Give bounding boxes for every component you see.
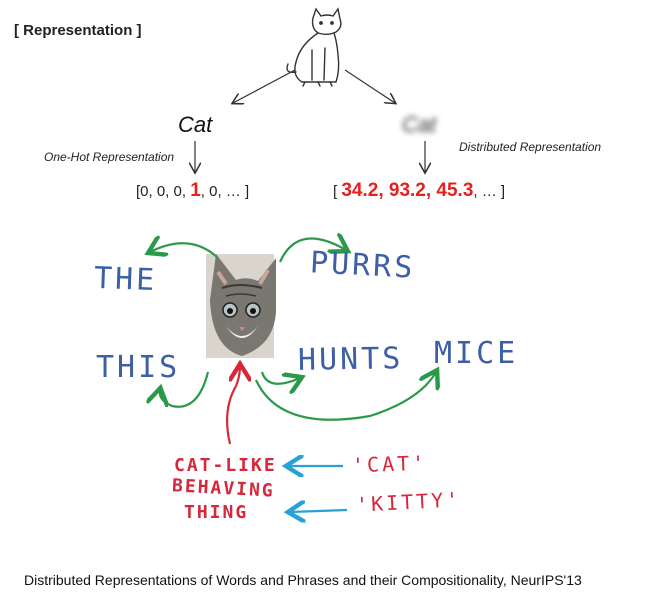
dist-values: 34.2, 93.2, 45.3 <box>341 180 474 201</box>
synonym-line-1: CAT-LIKE <box>174 455 277 476</box>
context-word-this: THIS <box>96 350 181 385</box>
synonym-line-3: THING <box>184 502 249 523</box>
figure-caption: Distributed Representations of Words and… <box>24 572 582 588</box>
onehot-suffix: , 0, … ] <box>200 183 250 200</box>
section-title: [ Representation ] <box>14 22 142 39</box>
cat-sketch-icon <box>286 7 342 87</box>
word-cat-blurred: Cat <box>402 112 437 137</box>
context-word-hunts: HUNTS <box>297 341 404 378</box>
dist-suffix: , … ] <box>473 183 506 200</box>
alias-cat: 'CAT' <box>351 450 428 478</box>
kitten-photo-icon <box>206 254 276 358</box>
distributed-vector: [ 34.2, 93.2, 45.3, … ] <box>333 180 505 202</box>
onehot-vector: [0, 0, 0, 1, 0, … ] <box>136 180 249 202</box>
word-cat: Cat <box>178 112 213 137</box>
onehot-prefix: [0, 0, 0, <box>136 183 191 200</box>
context-word-the: THE <box>93 260 158 299</box>
onehot-label: One-Hot Representation <box>44 150 175 164</box>
dist-prefix: [ <box>333 183 342 200</box>
context-word-mice: MICE <box>434 336 519 371</box>
distributed-label: Distributed Representation <box>459 140 602 154</box>
onehot-highlight: 1 <box>190 180 201 201</box>
context-word-purrs: PURRS <box>309 245 417 286</box>
